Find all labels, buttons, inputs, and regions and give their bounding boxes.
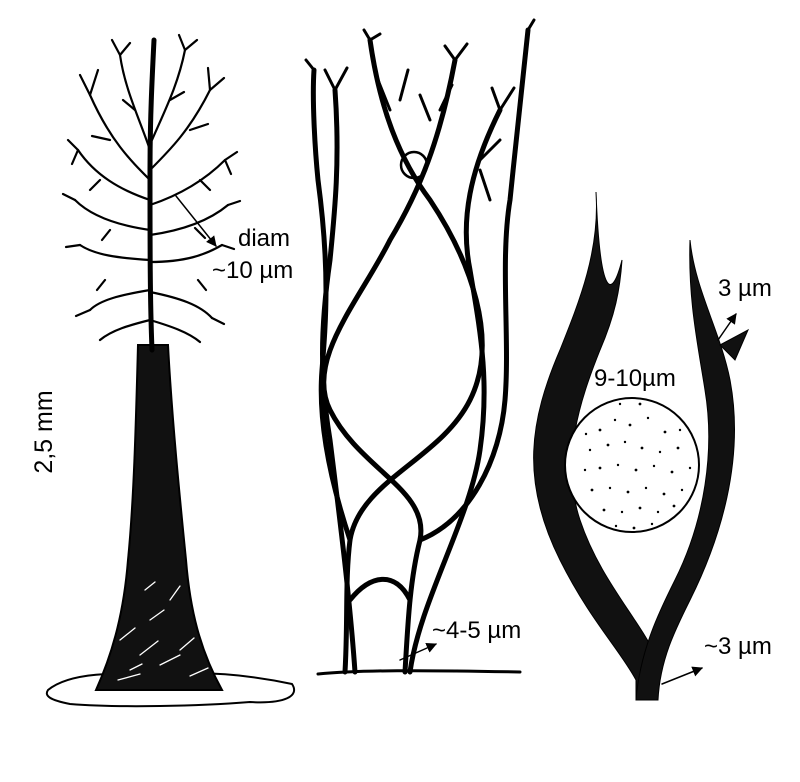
- label-trunk-base: ~4-5 µm: [432, 617, 521, 644]
- tree-axis: [147, 37, 157, 353]
- label-sphere: 9-10µm: [594, 365, 676, 392]
- sphere-dots: [583, 402, 692, 530]
- label-height: 2,5 mm: [30, 390, 58, 473]
- label-crown-diam-1: diam: [238, 225, 290, 252]
- sphere: [564, 397, 700, 533]
- label-cup-wall: 3 µm: [718, 275, 772, 302]
- label-stem: ~3 µm: [704, 633, 772, 660]
- tree-crown: [61, 33, 242, 344]
- cup-figure: [533, 191, 750, 701]
- tree-trunk: [94, 344, 224, 691]
- label-crown-diam-2: ~10 µm: [212, 257, 293, 284]
- braided-figure: [304, 18, 536, 676]
- middle-ground: [316, 669, 522, 676]
- cup-right-arm: [635, 239, 735, 701]
- tree-figure: [45, 33, 295, 708]
- small-circle: [399, 150, 429, 180]
